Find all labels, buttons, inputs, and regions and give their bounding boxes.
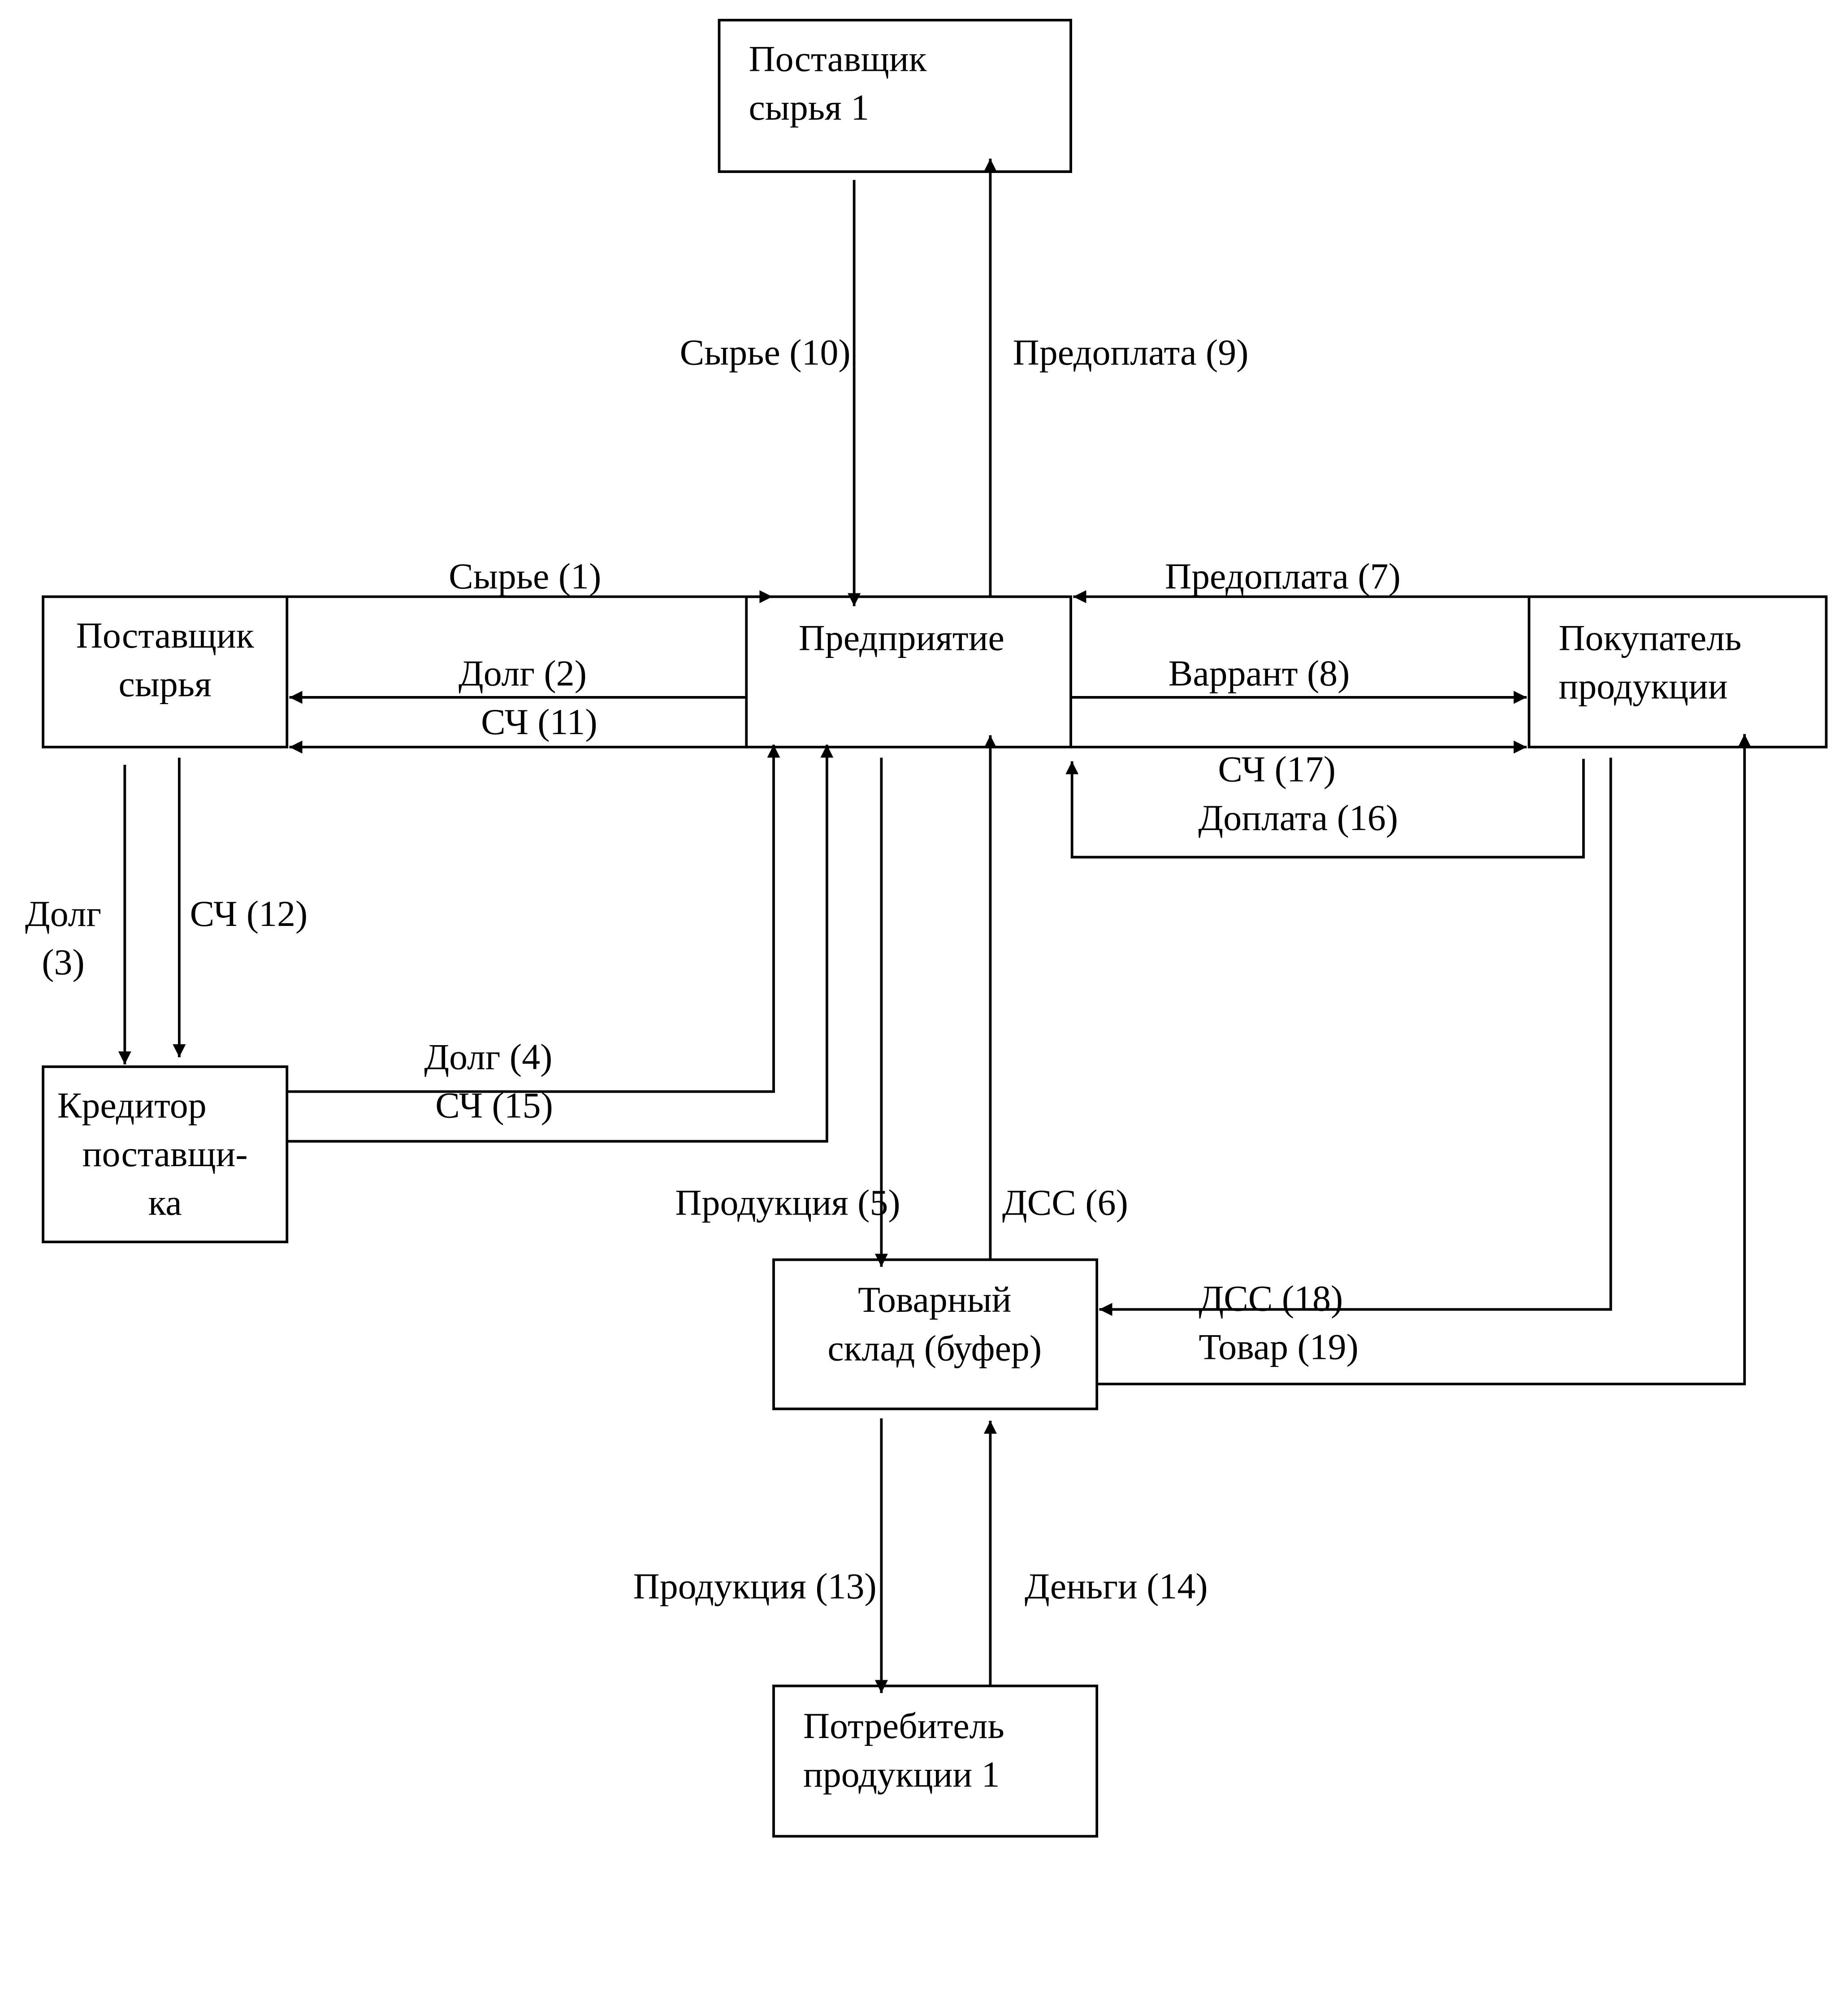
- node-supplier-label-line2: сырья: [119, 663, 212, 704]
- arrow-flow-16: [1065, 759, 1585, 859]
- node-buyer-label-line2: продукции: [1558, 666, 1727, 707]
- node-warehouse-label-line2: склад (буфер): [827, 1327, 1042, 1368]
- label-flow-9: Предоплата (9): [1013, 332, 1249, 373]
- node-supplier-1-label-line1: Поставщик: [749, 38, 927, 79]
- label-flow-19: Товар (19): [1199, 1327, 1359, 1367]
- node-supplier: Поставщик сырья: [42, 595, 289, 748]
- label-flow-14: Деньги (14): [1025, 1565, 1208, 1606]
- label-flow-13: Продукция (13): [633, 1565, 877, 1606]
- node-buyer: Покупатель продукции: [1528, 595, 1828, 748]
- label-flow-3-line1: Долг: [25, 893, 101, 934]
- node-consumer: Потребитель продукции 1: [772, 1684, 1099, 1838]
- node-warehouse: Товарный склад (буфер): [772, 1258, 1099, 1410]
- label-flow-1: Сырье (1): [449, 556, 601, 597]
- arrow-flow-15: [287, 744, 834, 1143]
- node-creditor-label-line2: поставщи-: [82, 1133, 248, 1174]
- node-creditor-label-line3: ка: [148, 1182, 182, 1223]
- node-enterprise: Предприятие: [745, 595, 1072, 748]
- label-flow-15: СЧ (15): [435, 1085, 553, 1126]
- label-flow-7: Предоплата (7): [1165, 556, 1401, 597]
- label-flow-6: ДСС (6): [1002, 1182, 1128, 1223]
- label-flow-17: СЧ (17): [1218, 748, 1336, 789]
- label-flow-10: Сырье (10): [680, 332, 851, 373]
- node-consumer-label-line2: продукции 1: [803, 1754, 1000, 1794]
- label-flow-18: ДСС (18): [1199, 1278, 1343, 1319]
- arrow-flow-19: [1097, 734, 1751, 1386]
- node-creditor-label-line1: Кредитор: [57, 1085, 207, 1126]
- label-flow-8: Варрант (8): [1169, 653, 1350, 694]
- node-supplier-1: Поставщик сырья 1: [718, 19, 1072, 173]
- node-supplier-label-line1: Поставщик: [76, 615, 254, 656]
- label-flow-11: СЧ (11): [481, 701, 597, 742]
- node-buyer-label-line1: Покупатель: [1558, 617, 1741, 658]
- label-flow-5: Продукция (5): [675, 1182, 900, 1223]
- arrow-flow-4: [287, 744, 780, 1093]
- label-flow-3-line2: (3): [42, 942, 84, 982]
- node-consumer-label-line1: Потребитель: [803, 1705, 1004, 1746]
- label-flow-4: Долг (4): [424, 1036, 552, 1077]
- node-creditor: Кредитор поставщи- ка: [42, 1065, 289, 1244]
- node-supplier-1-label-line2: сырья 1: [749, 87, 870, 128]
- node-enterprise-label: Предприятие: [799, 617, 1004, 658]
- arrow-flow-18: [1099, 757, 1612, 1316]
- label-flow-16: Доплата (16): [1198, 797, 1398, 838]
- label-flow-2: Долг (2): [459, 653, 587, 694]
- label-flow-12: СЧ (12): [190, 893, 308, 934]
- node-warehouse-label-line1: Товарный: [858, 1279, 1011, 1320]
